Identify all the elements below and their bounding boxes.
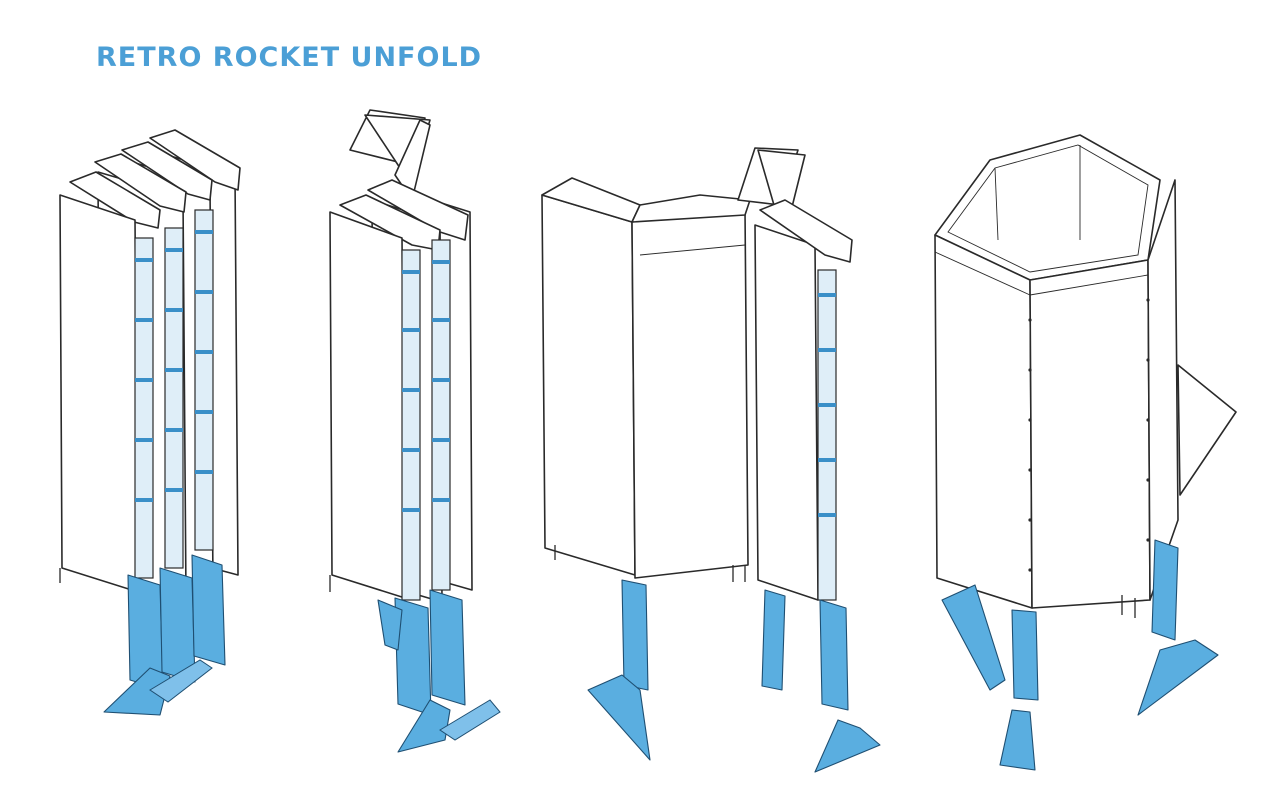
rivets-stage4 (1028, 298, 1150, 572)
diagram-title: RETRO ROCKET UNFOLD (96, 42, 483, 73)
ladder-rungs-stage3 (818, 293, 836, 517)
stage-first-open (329, 109, 501, 753)
stage-half-open (541, 147, 881, 773)
ladder-rungs-stage2 (402, 260, 450, 512)
ladder-rungs-stage1 (135, 230, 213, 502)
stage-deployed (934, 134, 1237, 771)
stage-folded (59, 129, 241, 716)
